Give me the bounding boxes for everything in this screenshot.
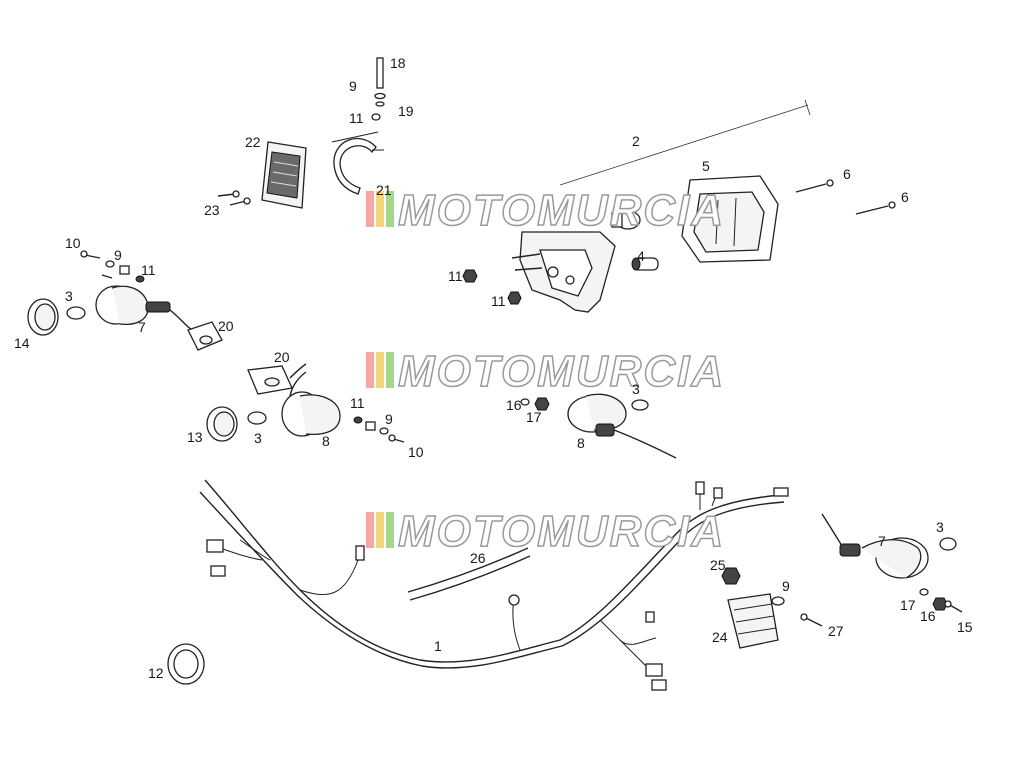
callout-16-right: 16 — [920, 608, 936, 624]
callout-19: 19 — [398, 103, 414, 119]
callout-5: 5 — [702, 158, 710, 174]
callout-9-left: 9 — [114, 247, 122, 263]
callout-7-left: 7 — [138, 319, 146, 335]
callout-3-right: 3 — [936, 519, 944, 535]
connector-20-top — [187, 321, 223, 351]
callout-11-top: 11 — [349, 110, 364, 126]
regulator-24 — [721, 567, 823, 649]
tail-light-housing — [511, 231, 616, 313]
callout-3-right-mid: 3 — [632, 381, 640, 397]
callout-9-top: 9 — [349, 78, 357, 94]
callout-26: 26 — [470, 550, 486, 566]
callout-8-left: 8 — [322, 433, 330, 449]
front-mid-hardware — [353, 416, 405, 443]
plate-bolt-assembly — [371, 57, 386, 121]
lens-screws — [795, 179, 896, 215]
callout-3-left: 3 — [65, 288, 73, 304]
hose-26 — [407, 547, 531, 601]
tail-light-leader — [559, 99, 811, 186]
callout-14: 14 — [14, 335, 30, 351]
front-left-hardware — [80, 250, 145, 283]
callout-labels: 18 9 19 11 22 21 23 2 5 6 6 4 11 11 10 9… — [14, 55, 973, 681]
tail-nuts — [462, 269, 522, 305]
callout-10-left: 10 — [65, 235, 81, 251]
callout-9-mid: 9 — [385, 411, 393, 427]
watermark-bottom: MOTOMURCIA — [366, 506, 725, 557]
front-mid-bulb — [247, 411, 267, 425]
callout-1: 1 — [434, 638, 442, 654]
watermark-text-top: MOTOMURCIA — [398, 186, 725, 235]
watermark-text-middle: MOTOMURCIA — [398, 347, 725, 396]
watermark-top: MOTOMURCIA — [366, 185, 725, 236]
callout-24: 24 — [712, 629, 728, 645]
callout-11-tail-bottom: 11 — [491, 293, 506, 309]
callout-10-mid: 10 — [408, 444, 424, 460]
callout-11-left: 11 — [141, 262, 156, 278]
callout-18: 18 — [390, 55, 406, 71]
rear-reflector — [261, 141, 307, 209]
cable-tie-12 — [167, 643, 205, 685]
callout-7-right: 7 — [878, 533, 886, 549]
front-mid-indicator-body — [281, 371, 341, 437]
front-left-bulb — [66, 306, 86, 320]
callout-11-mid: 11 — [350, 395, 365, 411]
callout-8-right: 8 — [577, 435, 585, 451]
callout-25: 25 — [710, 557, 726, 573]
callout-23: 23 — [204, 202, 220, 218]
main-wiring-harness — [199, 479, 789, 691]
front-mid-indicator-lens — [206, 406, 238, 442]
rear-right-indicator — [520, 393, 677, 459]
callout-4: 4 — [637, 248, 645, 264]
callout-16-mid: 16 — [506, 397, 522, 413]
callout-12: 12 — [148, 665, 164, 681]
callout-17-right: 17 — [900, 597, 916, 613]
rear-left-indicator — [821, 513, 963, 613]
callout-22: 22 — [245, 134, 261, 150]
front-left-indicator-body — [95, 274, 193, 331]
callout-9-bottom: 9 — [782, 578, 790, 594]
tail-lens — [681, 175, 779, 263]
callout-20-left: 20 — [218, 318, 234, 334]
tail-bulb-4 — [631, 257, 659, 271]
callout-27: 27 — [828, 623, 844, 639]
watermark-text-bottom: MOTOMURCIA — [398, 507, 725, 556]
callout-15: 15 — [957, 619, 973, 635]
front-left-indicator-lens — [27, 298, 59, 336]
callout-21: 21 — [376, 182, 392, 198]
reflector-screws — [217, 190, 251, 206]
watermark-middle: MOTOMURCIA — [366, 346, 725, 397]
callout-11-tail-left: 11 — [448, 268, 463, 284]
callout-17-mid: 17 — [526, 409, 542, 425]
callout-3-mid: 3 — [254, 430, 262, 446]
callout-6-bottom: 6 — [901, 189, 909, 205]
callout-6-top: 6 — [843, 166, 851, 182]
callout-13: 13 — [187, 429, 203, 445]
connector-20-mid — [247, 363, 307, 395]
callout-20-mid: 20 — [274, 349, 290, 365]
callout-2: 2 — [632, 133, 640, 149]
tail-bulb-top — [611, 210, 641, 230]
horseshoe-bracket — [331, 131, 384, 195]
